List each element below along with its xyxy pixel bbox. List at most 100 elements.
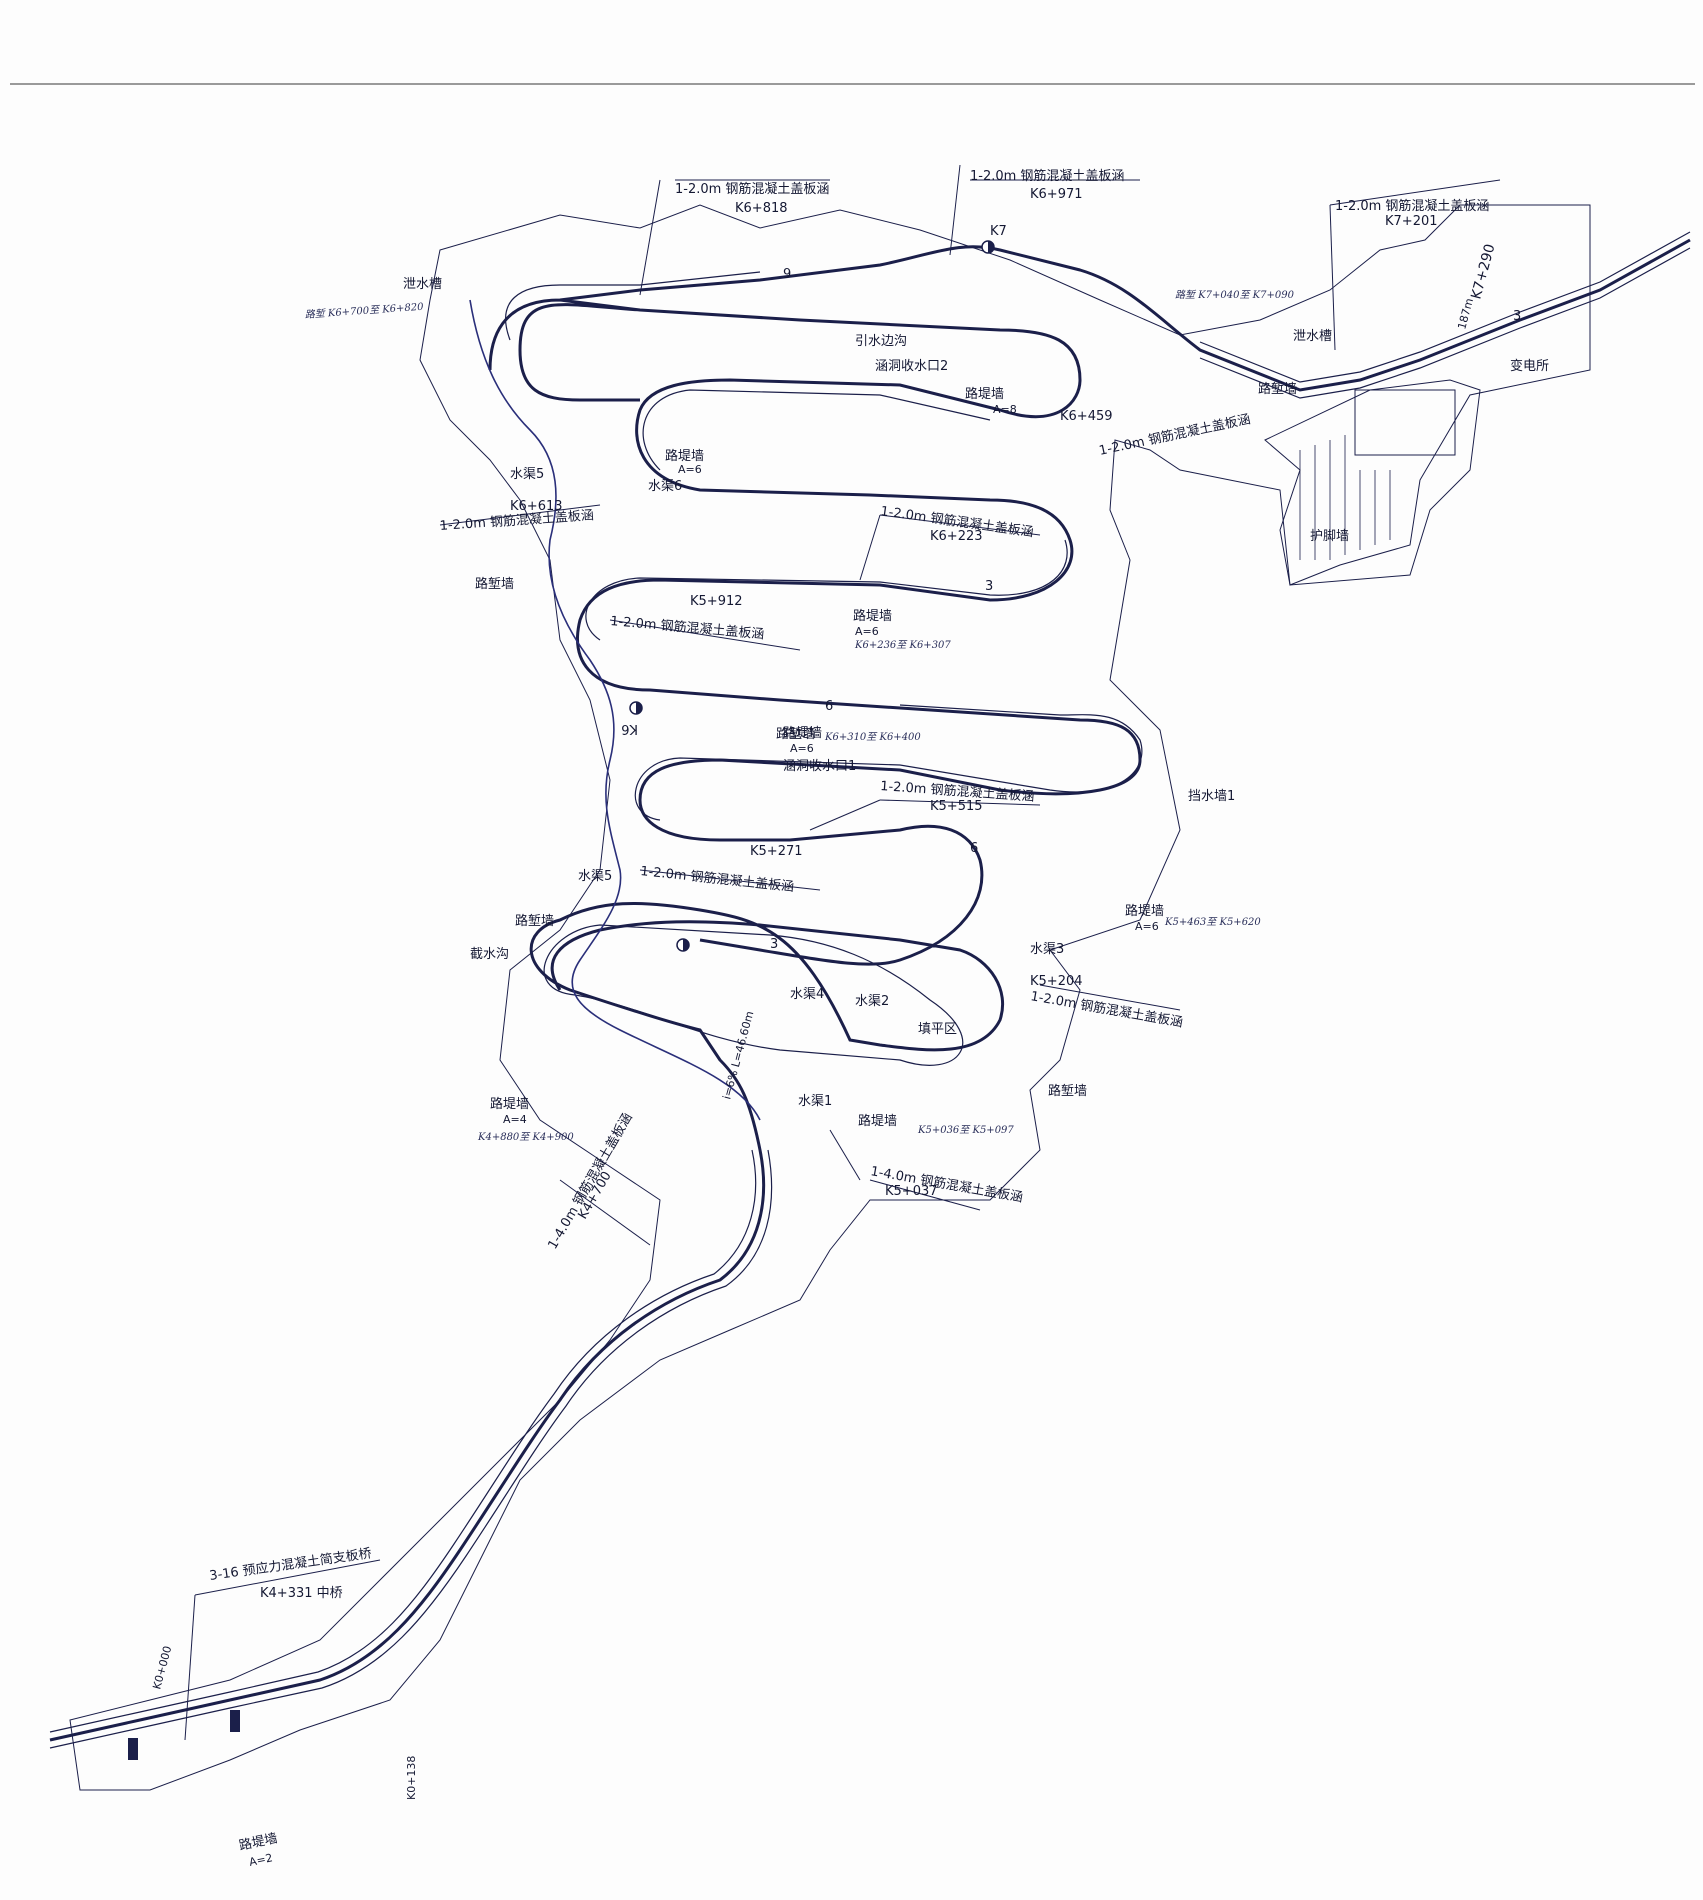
bridge-abutment-end bbox=[230, 1710, 240, 1732]
handwritten-note-7: K6+310至 K6+400 bbox=[824, 732, 921, 743]
culvert-k5-271-station: K5+271 bbox=[750, 844, 803, 859]
retaining-wall-a6c-label: 路堤墙 bbox=[783, 725, 822, 741]
bridge-abutment-start bbox=[128, 1738, 138, 1760]
upper-road-edge-2 bbox=[1199, 247, 1691, 399]
culvert-k6-459-spec: 1-2.0m 钢筋混凝土盖板涵 bbox=[1098, 411, 1252, 459]
road-edge-right bbox=[49, 1149, 773, 1749]
channel-5-label: 水渠5 bbox=[510, 467, 544, 482]
section-number-3c: 3 bbox=[1513, 309, 1521, 324]
retaining-wall-a8-value: A=8 bbox=[993, 403, 1017, 416]
leader-lines bbox=[184, 164, 1501, 1741]
retaining-wall-a4-label: 路堤墙 bbox=[490, 1096, 529, 1112]
culvert-k6-818-station: K6+818 bbox=[735, 201, 788, 216]
shoulder-wall-2-label: 路堑墙 bbox=[515, 913, 554, 929]
channel-3-label: 水渠3 bbox=[1030, 942, 1064, 957]
handwritten-note-2: 路堑 K7+040至 K7+090 bbox=[1175, 289, 1295, 301]
substation-label: 变电所 bbox=[1510, 358, 1549, 374]
culvert-k5-912-station: K5+912 bbox=[690, 594, 743, 609]
handwritten-note-5: K4+880至 K4+900 bbox=[477, 1132, 574, 1143]
culvert-k5-204-station: K5+204 bbox=[1030, 974, 1083, 989]
retaining-wall-a6d-label: 路堤墙 bbox=[1125, 903, 1164, 919]
culvert-k7-201-spec: 1-2.0m 钢筋混凝土盖板涵 bbox=[1335, 198, 1489, 214]
retaining-wall-a6a-value: A=6 bbox=[678, 463, 702, 476]
loop-4 bbox=[505, 271, 761, 341]
hairpin-loops bbox=[505, 271, 1143, 1066]
culvert-k6-971-spec: 1-2.0m 钢筋混凝土盖板涵 bbox=[970, 168, 1124, 184]
retaining-wall-a4-value: A=4 bbox=[503, 1113, 527, 1126]
feature-labels: 泄水槽 泄水槽 引水边沟 涵洞收水口2 涵洞收水口1 变电所 护脚墙 挡水墙1 … bbox=[238, 277, 1550, 1869]
retaining-wall-a2-label: 路堤墙 bbox=[238, 1830, 279, 1854]
culvert-k6-818-spec: 1-2.0m 钢筋混凝土盖板涵 bbox=[675, 181, 829, 197]
water-channel bbox=[469, 299, 761, 1121]
section-number-6b: 6 bbox=[970, 841, 978, 856]
road-edge-left bbox=[49, 1149, 757, 1733]
substation-area-boundary bbox=[1264, 379, 1481, 586]
channel-1-label: 水渠1 bbox=[798, 1094, 832, 1109]
culvert-inlet-1-label: 涵洞收水口1 bbox=[783, 759, 856, 774]
retaining-wall-a6d-value: A=6 bbox=[1135, 920, 1159, 933]
discharge-chute-label: 泄水槽 bbox=[403, 277, 442, 292]
loop-1 bbox=[543, 924, 964, 1066]
retaining-wall-a6b-value: A=6 bbox=[855, 625, 879, 638]
culvert-k6-613-station: K6+613 bbox=[510, 499, 563, 514]
retaining-wall-a6a-label: 路堤墙 bbox=[665, 448, 704, 464]
bridge-spec: 3-16 预应力混凝土简支板桥 bbox=[208, 1545, 372, 1584]
k7-label: K7 bbox=[990, 224, 1007, 239]
section-number-9: 9 bbox=[783, 267, 791, 282]
loop-2 bbox=[634, 704, 1143, 821]
road-centerline bbox=[49, 238, 1691, 1742]
section-number-3b: 3 bbox=[770, 937, 778, 952]
culvert-k5-204-spec: 1-2.0m 钢筋混凝土盖板涵 bbox=[1029, 988, 1184, 1031]
retaining-wall-a6c-value: A=6 bbox=[790, 742, 814, 755]
shoulder-wall-3-label: 路堑墙 bbox=[1048, 1083, 1087, 1099]
retaining-wall-k5-label: 路堤墙 bbox=[858, 1113, 897, 1129]
station-marker-k7-fill bbox=[988, 241, 994, 253]
culvert-k5-515-station: K5+515 bbox=[930, 799, 983, 814]
construction-boundary bbox=[69, 204, 1591, 1791]
culvert-k5-912-spec: 1-2.0m 钢筋混凝土盖板涵 bbox=[610, 613, 765, 642]
channel-5b-label: 水渠5 bbox=[578, 869, 612, 884]
shoulder-wall-4-label: 路堑墙 bbox=[776, 726, 815, 742]
substation-building bbox=[1354, 389, 1456, 456]
culvert-k6-459-station: K6+459 bbox=[1060, 409, 1113, 424]
substation-hatching bbox=[1299, 435, 1391, 560]
grade-label: i=6% L=46.60m bbox=[720, 1010, 756, 1101]
section-number-6a: 6 bbox=[825, 699, 833, 714]
handwritten-note-1: 路堑 K6+700至 K6+820 bbox=[304, 301, 424, 321]
k0-label: K0+138 bbox=[405, 1756, 418, 1800]
chainage-length: 187m bbox=[1455, 297, 1476, 331]
channel-4-label: 水渠4 bbox=[790, 987, 824, 1002]
culvert-inlet-2-label: 涵洞收水口2 bbox=[875, 359, 948, 374]
culvert-k7-201-station: K7+201 bbox=[1385, 214, 1438, 229]
retaining-wall-a6b-label: 路堤墙 bbox=[853, 608, 892, 624]
station-marker-k5-fill bbox=[683, 939, 689, 951]
culvert-k6-223-station: K6+223 bbox=[930, 529, 983, 544]
drain-ditch-label: 引水边沟 bbox=[855, 334, 907, 349]
culvert-k6-971-station: K6+971 bbox=[1030, 187, 1083, 202]
chainage-start: K0+000 bbox=[150, 1644, 174, 1690]
k6-label: K6 bbox=[621, 721, 638, 736]
upper-road-edge bbox=[1199, 231, 1691, 383]
chainage-total: K7+290 bbox=[1468, 242, 1498, 301]
channel-2-label: 水渠2 bbox=[855, 994, 889, 1009]
section-numbers: 9 6 6 3 3 3 bbox=[770, 267, 1521, 952]
channel-6-label: 水渠6 bbox=[648, 479, 682, 494]
fill-area-label: 填平区 bbox=[918, 1022, 957, 1037]
retaining-wall-a2-value: A=2 bbox=[248, 1851, 274, 1869]
discharge-chute-2-label: 泄水槽 bbox=[1293, 329, 1332, 344]
handwritten-note-4: K5+036至 K5+097 bbox=[917, 1125, 1014, 1136]
culvert-k5-271-spec: 1-2.0m 钢筋混凝土盖板涵 bbox=[640, 863, 795, 895]
bridge-station: K4+331 中桥 bbox=[260, 1586, 343, 1601]
handwritten-note-6: K6+236至 K6+307 bbox=[854, 640, 951, 651]
road-retaining-label: 路堑墙 bbox=[1258, 381, 1297, 397]
station-marker-k6-fill bbox=[636, 702, 642, 714]
section-number-3a: 3 bbox=[985, 579, 993, 594]
loop-3 bbox=[585, 539, 1068, 641]
handwritten-note-3: K5+463至 K5+620 bbox=[1164, 917, 1261, 928]
station-markers bbox=[128, 240, 995, 1760]
intercept-ditch-label: 截水沟 bbox=[470, 947, 509, 962]
retaining-wall-a8-label: 路堤墙 bbox=[965, 386, 1004, 402]
culvert-k5-037-station: K5+037 bbox=[885, 1184, 938, 1199]
shoulder-wall-1-label: 路堑墙 bbox=[475, 576, 514, 592]
